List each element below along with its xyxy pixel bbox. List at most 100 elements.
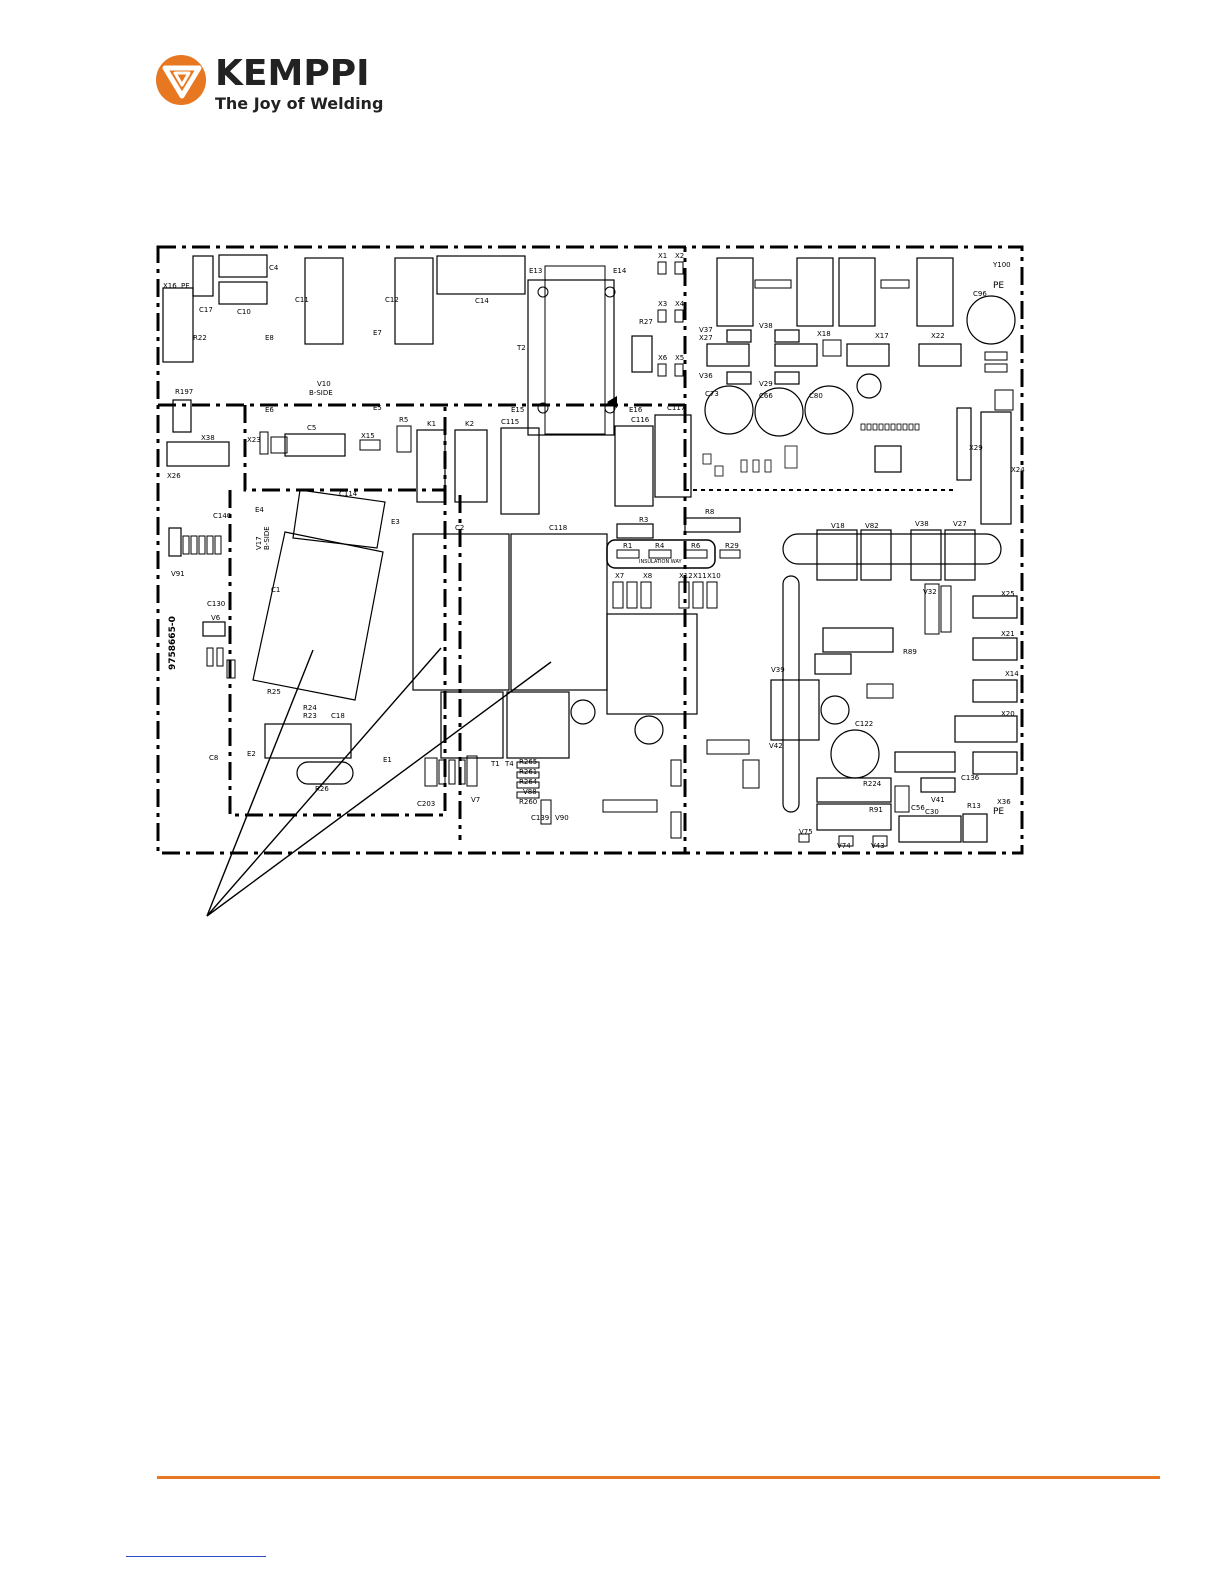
label-r89: R89	[903, 648, 917, 656]
label-x10: X10	[707, 572, 721, 580]
pcb-layout-diagram: X16 PE C17 C10 C4 R22 C11 E8 C12 E7 C14 …	[155, 240, 1025, 920]
kemppi-emblem-icon	[156, 55, 206, 105]
label-e15: E15	[511, 406, 524, 414]
label-v17: V17	[255, 536, 263, 550]
label-t4: T4	[504, 760, 514, 768]
label-c30: C30	[925, 808, 939, 816]
label-v38: V38	[915, 520, 929, 528]
label-v42: V42	[769, 742, 783, 750]
label-v32: V32	[923, 588, 937, 596]
label-x3: X3	[658, 300, 667, 308]
label-c122: C122	[855, 720, 873, 728]
pcb-drawing: X16 PE C17 C10 C4 R22 C11 E8 C12 E7 C14 …	[156, 245, 1025, 917]
label-c18: C18	[331, 712, 345, 720]
label-r265: R265	[519, 758, 537, 766]
label-c203: C203	[417, 800, 435, 808]
label-e4: E4	[255, 506, 264, 514]
label-pe-1: PE	[181, 282, 190, 290]
label-x4: X4	[675, 300, 685, 308]
label-v74: V74	[837, 842, 851, 850]
label-v88: V88	[523, 788, 537, 796]
label-c1: C1	[271, 586, 280, 594]
label-c4: C4	[269, 264, 279, 272]
label-c140: C140	[213, 512, 231, 520]
label-e8: E8	[265, 334, 274, 342]
label-pe-2: PE	[993, 281, 1004, 291]
label-x16: X16	[163, 282, 177, 290]
label-t2: T2	[516, 344, 526, 352]
label-c73: C73	[705, 390, 719, 398]
label-e3: E3	[391, 518, 400, 526]
label-y100: Y100	[992, 261, 1011, 269]
label-x1: X1	[658, 252, 667, 260]
label-e6: E6	[265, 406, 274, 414]
label-v75: V75	[799, 828, 813, 836]
label-pe-3: PE	[993, 807, 1004, 817]
label-v17-b-side: B-SIDE	[263, 526, 271, 550]
label-x17: X17	[875, 332, 889, 340]
label-r3: R3	[639, 516, 648, 524]
label-c11: C11	[295, 296, 309, 304]
label-part-number: 9758665-0	[168, 616, 178, 670]
label-x8: X8	[643, 572, 652, 580]
label-v39: V39	[771, 666, 785, 674]
label-c14: C14	[475, 297, 489, 305]
label-v91: V91	[171, 570, 185, 578]
brand-name: KEMPPI	[215, 53, 370, 94]
label-c114: C114	[339, 490, 358, 498]
label-x27: X27	[699, 334, 713, 342]
label-x12: X12	[679, 572, 693, 580]
label-r26: R26	[315, 785, 329, 793]
label-c56: C56	[911, 804, 925, 812]
label-c12: C12	[385, 296, 399, 304]
label-x5: X5	[675, 354, 684, 362]
label-c136: C136	[961, 774, 980, 782]
label-e16: E16	[629, 406, 643, 414]
label-e14: E14	[613, 267, 627, 275]
label-r8: R8	[705, 508, 714, 516]
label-c130: C130	[207, 600, 225, 608]
label-x38: X38	[201, 434, 215, 442]
label-v6: V6	[211, 614, 221, 622]
label-x18: X18	[817, 330, 831, 338]
label-c5: C5	[307, 424, 316, 432]
label-c116: C116	[631, 416, 650, 424]
label-r91: R91	[869, 806, 883, 814]
label-v41: V41	[931, 796, 945, 804]
label-x14: X14	[1005, 670, 1019, 678]
label-r22: R22	[193, 334, 207, 342]
label-c117: C117	[667, 404, 685, 412]
label-r29: R29	[725, 542, 739, 550]
label-x36: X36	[997, 798, 1011, 806]
label-e7: E7	[373, 329, 382, 337]
label-e2: E2	[247, 750, 256, 758]
label-x11: X11	[693, 572, 707, 580]
label-v10: V10	[317, 380, 331, 388]
label-x7: X7	[615, 572, 624, 580]
label-r6: R6	[691, 542, 701, 550]
label-c96: C96	[973, 290, 987, 298]
label-c118: C118	[549, 524, 567, 532]
label-r23: R23	[303, 712, 317, 720]
label-r24: R24	[303, 704, 317, 712]
label-c66: C66	[759, 392, 773, 400]
label-k1: K1	[427, 420, 436, 428]
label-v43: V43	[871, 842, 885, 850]
label-v7: V7	[471, 796, 480, 804]
label-v18: V18	[831, 522, 845, 530]
label-r1: R1	[623, 542, 632, 550]
label-v27: V27	[953, 520, 967, 528]
label-x23: X23	[247, 436, 261, 444]
label-r13: R13	[967, 802, 981, 810]
label-r25: R25	[267, 688, 281, 696]
label-v82: V82	[865, 522, 879, 530]
label-c8: C8	[209, 754, 218, 762]
label-c10: C10	[237, 308, 251, 316]
label-x24: X24	[1011, 466, 1025, 474]
footer-link-underline	[126, 1556, 266, 1557]
label-e1: E1	[383, 756, 392, 764]
label-r4: R4	[655, 542, 665, 550]
label-x22: X22	[931, 332, 945, 340]
label-r197: R197	[175, 388, 193, 396]
label-v29: V29	[759, 380, 773, 388]
